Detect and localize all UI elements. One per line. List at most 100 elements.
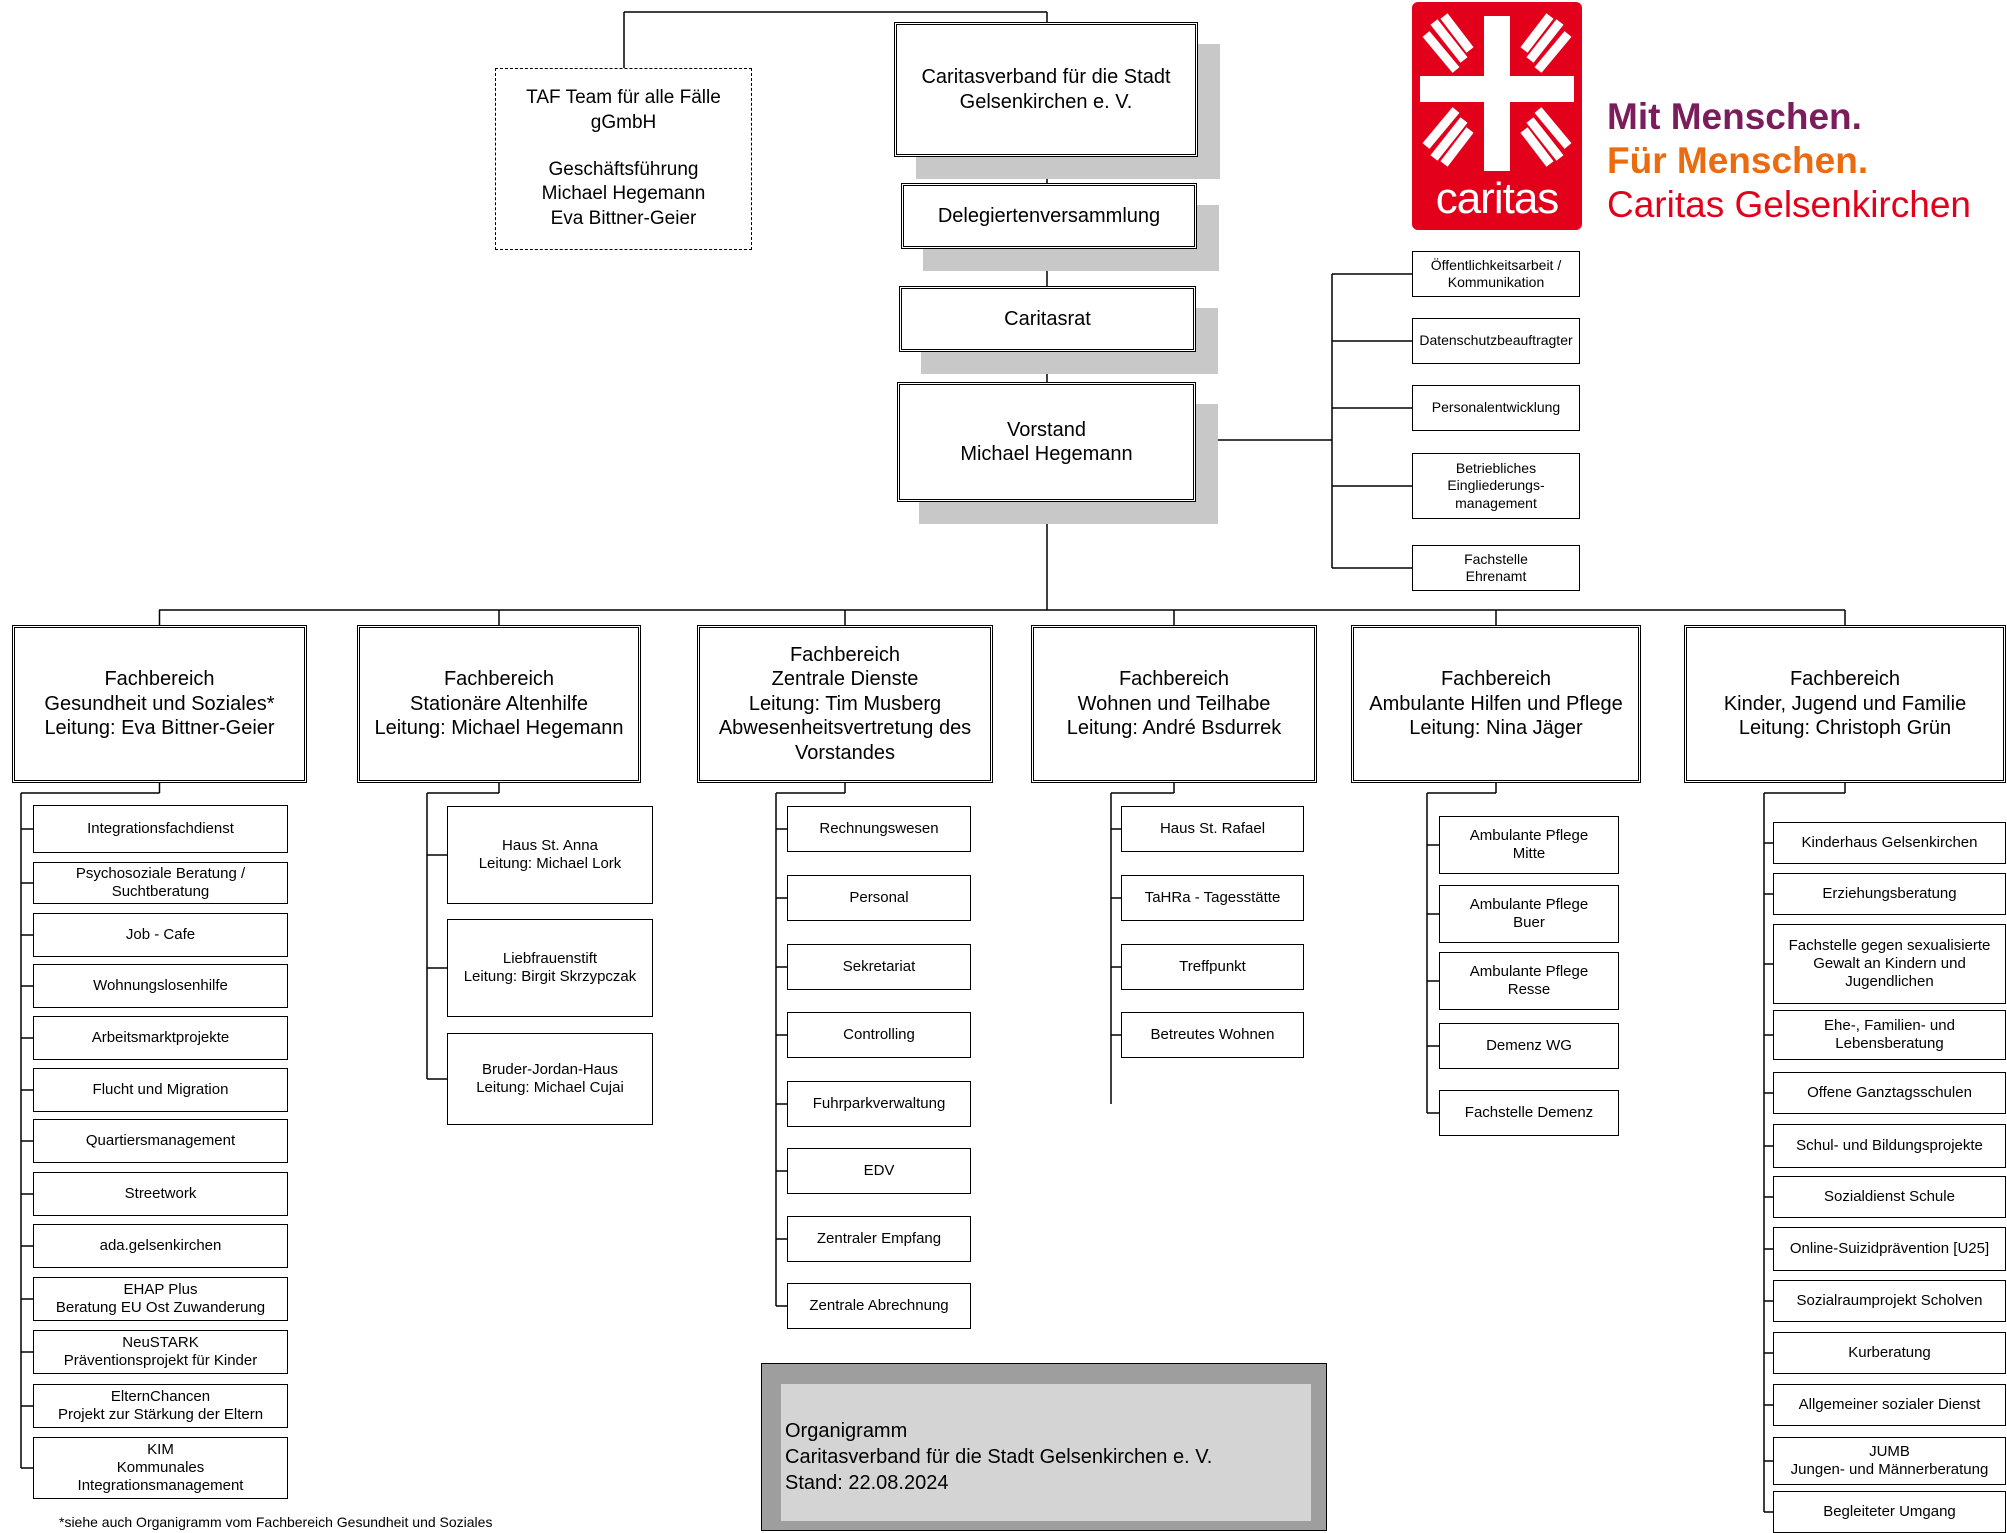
unit-box-line: Rechnungswesen bbox=[819, 819, 939, 837]
logo-word: caritas bbox=[1435, 174, 1560, 223]
unit-box-line: Bruder-Jordan-Haus bbox=[482, 1060, 618, 1078]
unit-box: Streetwork bbox=[33, 1172, 288, 1216]
unit-box-line: Projekt zur Stärkung der Eltern bbox=[57, 1406, 264, 1423]
vorstand-box: Vorstand Michael Hegemann bbox=[897, 382, 1196, 502]
unit-box-line: Beratung EU Ost Zuwanderung bbox=[55, 1299, 266, 1316]
unit-box: Demenz WG bbox=[1439, 1023, 1619, 1069]
unit-box: Sekretariat bbox=[787, 944, 971, 990]
unit-box-line: Zentraler Empfang bbox=[816, 1229, 942, 1247]
staff-unit-line: Betriebliches bbox=[1455, 460, 1537, 477]
unit-box: Flucht und Migration bbox=[33, 1068, 288, 1112]
unit-box-line: Präventionsprojekt für Kinder bbox=[63, 1352, 258, 1369]
unit-box-line: Fachstelle gegen sexualisierte bbox=[1788, 936, 1991, 954]
department-box-line: Fachbereich bbox=[104, 668, 215, 691]
stand-line3: Stand: 22.08.2024 bbox=[785, 1472, 949, 1494]
staff-unit-line: Öffentlichkeitsarbeit / bbox=[1430, 256, 1562, 273]
unit-box-line: TaHRa - Tagesstätte bbox=[1144, 888, 1281, 906]
department-box-line: Stationäre Altenhilfe bbox=[410, 692, 588, 715]
delegierten-label: Delegiertenversammlung bbox=[937, 204, 1161, 227]
unit-box-line: Erziehungsberatung bbox=[1822, 884, 1957, 902]
department-box-line: Gesundheit und Soziales* bbox=[44, 692, 275, 715]
unit-box: Zentrale Abrechnung bbox=[787, 1283, 971, 1329]
taf-line5: Eva Bittner-Geier bbox=[550, 208, 697, 230]
unit-box: Allgemeiner sozialer Dienst bbox=[1773, 1384, 2006, 1426]
top-box: Caritasverband für die Stadt Gelsenkirch… bbox=[894, 22, 1198, 157]
unit-box-line: Controlling bbox=[843, 1025, 915, 1043]
unit-box: Fachstelle Demenz bbox=[1439, 1090, 1619, 1136]
unit-box: Fuhrparkverwaltung bbox=[787, 1081, 971, 1127]
caritas-logo: caritas bbox=[1412, 2, 1582, 230]
unit-box: Sozialraumprojekt Scholven bbox=[1773, 1280, 2006, 1322]
unit-box-line: Begleiteter Umgang bbox=[1823, 1502, 1956, 1520]
unit-box-line: Integrationsfachdienst bbox=[87, 819, 234, 837]
department-box-line: Kinder, Jugend und Familie bbox=[1723, 692, 1967, 715]
unit-box-line: Sozialdienst Schule bbox=[1824, 1187, 1955, 1205]
unit-box: Begleiteter Umgang bbox=[1773, 1491, 2006, 1533]
unit-box-line: Fachstelle Demenz bbox=[1464, 1103, 1594, 1121]
unit-box-line: Liebfrauenstift bbox=[502, 949, 598, 967]
department-box-line: Abwesenheitsvertretung des bbox=[718, 717, 972, 740]
unit-box-line: Fuhrparkverwaltung bbox=[812, 1094, 946, 1112]
unit-box-line: Suchtberatung bbox=[111, 883, 210, 900]
top-box-line2: Gelsenkirchen e. V. bbox=[959, 90, 1133, 113]
delegierten-box: Delegiertenversammlung bbox=[901, 183, 1197, 249]
unit-box-line: Leitung: Birgit Skrzypczak bbox=[463, 968, 637, 985]
unit-box-line: Gewalt an Kindern und bbox=[1813, 954, 1966, 972]
department-box-line: Wohnen und Teilhabe bbox=[1077, 692, 1271, 715]
unit-box-line: Haus St. Anna bbox=[502, 836, 598, 854]
unit-box: Psychosoziale Beratung /Suchtberatung bbox=[33, 862, 288, 904]
unit-box-line: NeuSTARK bbox=[122, 1333, 199, 1351]
department-box-line: Vorstandes bbox=[794, 741, 896, 764]
unit-box: ada.gelsenkirchen bbox=[33, 1224, 288, 1268]
unit-box-line: Offene Ganztagsschulen bbox=[1807, 1083, 1972, 1101]
staff-unit: Datenschutzbeauftragter bbox=[1412, 318, 1580, 364]
unit-box-line: Sekretariat bbox=[842, 957, 916, 975]
department-box-line: Fachbereich bbox=[443, 668, 555, 691]
unit-box: Integrationsfachdienst bbox=[33, 805, 288, 853]
unit-box-line: Jungen- und Männerberatung bbox=[1790, 1461, 1989, 1478]
unit-box: Controlling bbox=[787, 1012, 971, 1058]
unit-box: Betreutes Wohnen bbox=[1121, 1012, 1304, 1058]
unit-box-line: EHAP Plus bbox=[123, 1280, 198, 1298]
staff-unit: Personalentwicklung bbox=[1412, 385, 1580, 431]
unit-box: Schul- und Bildungsprojekte bbox=[1773, 1124, 2006, 1168]
department-box-line: Fachbereich bbox=[789, 644, 901, 667]
unit-box: Sozialdienst Schule bbox=[1773, 1176, 2006, 1218]
department-box-line: Zentrale Dienste bbox=[771, 668, 919, 691]
unit-box: Treffpunkt bbox=[1121, 944, 1304, 990]
slogan-line3: Caritas Gelsenkirchen bbox=[1607, 184, 1971, 225]
unit-box-line: Haus St. Rafael bbox=[1159, 819, 1266, 837]
unit-box: Arbeitsmarktprojekte bbox=[33, 1016, 288, 1060]
unit-box-line: Ambulante Pflege bbox=[1469, 895, 1589, 913]
unit-box-line: Integrationsmanagement bbox=[77, 1477, 244, 1495]
unit-box: Kurberatung bbox=[1773, 1332, 2006, 1374]
caritasrat-label: Caritasrat bbox=[1004, 307, 1091, 330]
unit-box-line: Ambulante Pflege bbox=[1469, 962, 1589, 980]
unit-box-line: Jugendlichen bbox=[1845, 973, 1934, 991]
stand-box: Organigramm Caritasverband für die Stadt… bbox=[781, 1384, 1311, 1521]
unit-box-line: Flucht und Migration bbox=[92, 1080, 229, 1098]
department-box-line: Fachbereich bbox=[1789, 668, 1901, 691]
unit-box-line: KIM bbox=[147, 1440, 174, 1458]
department-box-line: Leitung: André Bsdurrek bbox=[1066, 717, 1282, 740]
unit-box-line: Job - Cafe bbox=[125, 925, 196, 943]
top-box-line1: Caritasverband für die Stadt bbox=[921, 66, 1171, 89]
vorstand-line2: Michael Hegemann bbox=[960, 443, 1133, 465]
stand-line2: Caritasverband für die Stadt Gelsenkirch… bbox=[785, 1446, 1213, 1468]
unit-box: Zentraler Empfang bbox=[787, 1216, 971, 1262]
